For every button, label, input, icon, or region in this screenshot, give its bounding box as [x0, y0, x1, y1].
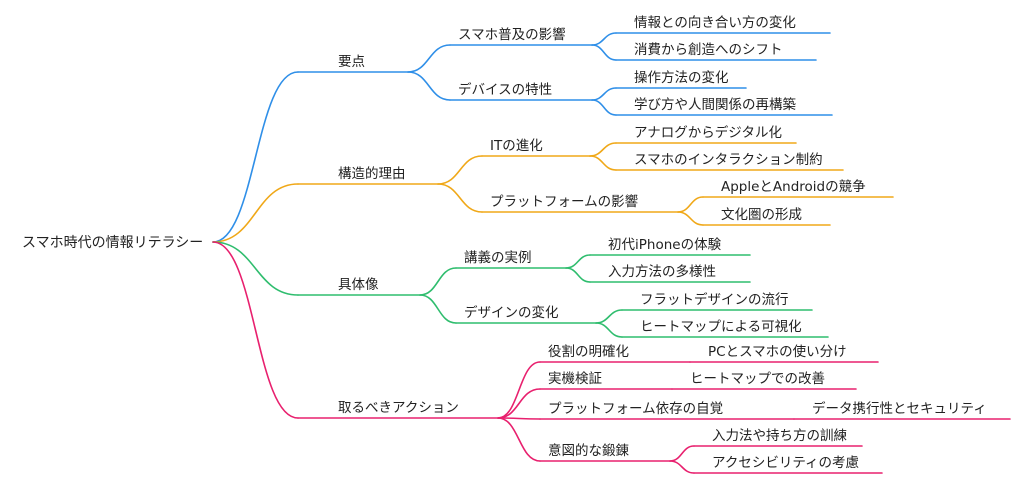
leaf-node: フラットデザインの流行: [640, 291, 789, 308]
topic-node: 意図的な鍛錬: [548, 442, 629, 459]
branch-node: 取るべきアクション: [338, 400, 459, 416]
leaf-link: [591, 44, 617, 61]
branch-node: 要点: [338, 54, 365, 70]
topic-link: [407, 44, 451, 73]
topic-link: [419, 267, 457, 296]
topic-link: [407, 71, 451, 101]
leaf-node: 操作方法の変化: [634, 69, 729, 86]
leaf-link: [591, 32, 617, 46]
topic-node: 実機検証: [548, 371, 602, 387]
branch-link: [212, 71, 299, 243]
leaf-node: 学び方や人間関係の再構築: [634, 97, 796, 113]
topic-node: デバイスの特性: [458, 81, 552, 98]
leaf-link: [677, 196, 704, 213]
branch-node: 構造的理由: [338, 166, 406, 182]
root-node: スマホ時代の情報リテラシー: [22, 235, 203, 251]
leaf-node: 消費から創造へのシフト: [634, 42, 783, 58]
topic-node: 役割の明確化: [548, 343, 629, 360]
leaf-node: ヒートマップでの改善: [690, 371, 825, 387]
leaf-link: [589, 142, 617, 157]
topic-node: 講義の実例: [464, 249, 532, 266]
leaf-link: [669, 460, 695, 474]
leaf-node: AppleとAndroidの競争: [721, 179, 866, 195]
leaf-link: [595, 322, 623, 338]
topic-link: [437, 183, 483, 213]
leaf-node: データ携行性とセキュリティ: [812, 400, 987, 417]
branch-link: [212, 183, 299, 243]
branch-link: [212, 241, 299, 419]
branch-link: [212, 241, 299, 296]
branch-node: 具体像: [338, 277, 379, 293]
leaf-link: [565, 254, 591, 269]
leaf-link: [677, 211, 704, 226]
leaf-node: 入力方法の多様性: [608, 263, 716, 280]
leaf-link: [669, 445, 695, 462]
topic-link: [419, 294, 457, 324]
leaf-node: スマホのインタラクション制約: [634, 152, 823, 168]
leaf-link: [591, 99, 617, 116]
leaf-node: 初代iPhoneの体験: [608, 236, 722, 253]
leaf-node: ヒートマップによる可視化: [640, 319, 802, 335]
leaf-link: [589, 155, 617, 171]
topic-node: スマホ普及の影響: [458, 26, 566, 43]
topic-node: プラットフォームの影響: [490, 193, 638, 210]
leaf-node: 入力法や持ち方の訓練: [712, 428, 847, 444]
topic-node: デザインの変化: [464, 304, 559, 321]
leaf-node: アクセシビリティの考慮: [712, 455, 859, 471]
leaf-link: [591, 87, 617, 101]
topic-node: プラットフォーム依存の自覚: [548, 401, 723, 417]
leaf-node: 文化圏の形成: [721, 207, 802, 223]
leaf-link: [565, 267, 591, 283]
topic-link: [437, 155, 483, 185]
leaf-link: [595, 309, 623, 324]
leaf-node: PCとスマホの使い分け: [708, 343, 847, 360]
topic-link: [497, 417, 541, 462]
leaf-node: アナログからデジタル化: [634, 124, 782, 141]
topic-node: ITの進化: [490, 138, 543, 154]
topic-link: [497, 388, 541, 419]
leaf-node: 情報との向き合い方の変化: [634, 14, 796, 31]
